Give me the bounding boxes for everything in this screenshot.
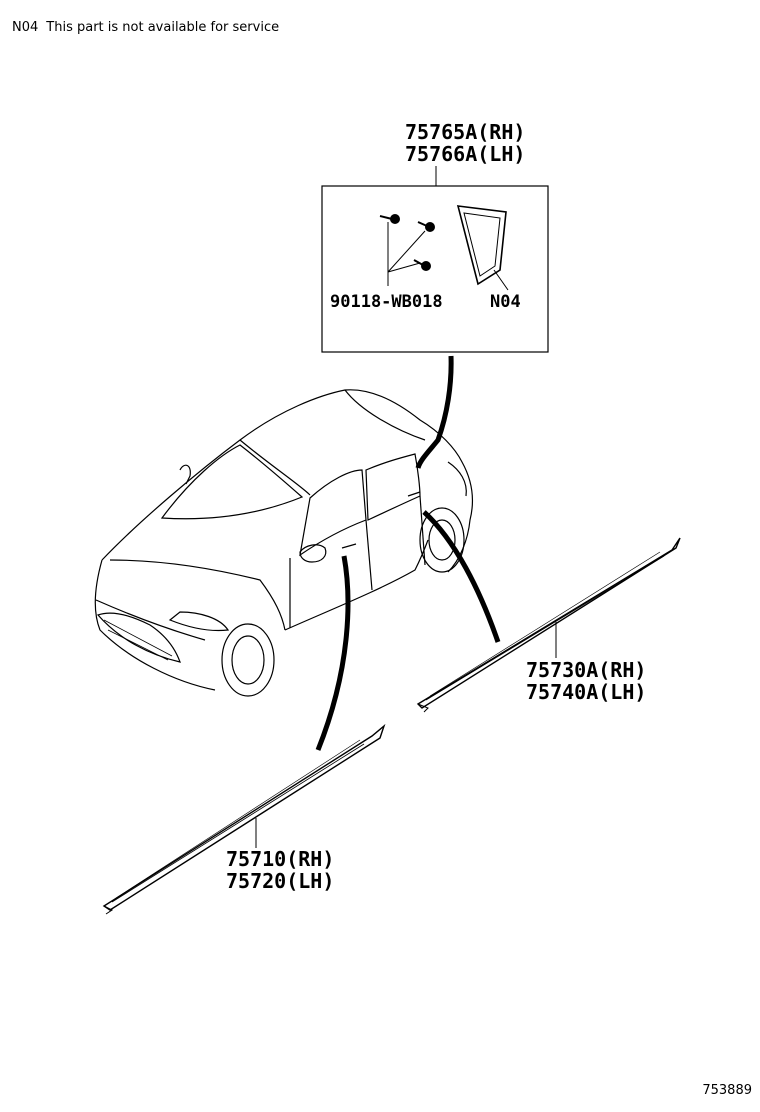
diagram-id: 753889 xyxy=(702,1083,752,1098)
note-code: N04 xyxy=(12,20,39,35)
clip-icon xyxy=(379,214,435,271)
label-front-molding-lh: 75720(LH) xyxy=(226,869,334,893)
label-rear-molding-lh: 75740A(LH) xyxy=(526,680,646,704)
detail-box xyxy=(321,185,549,353)
label-quarter-window-rh: 75765A(RH) xyxy=(405,120,525,144)
car-illustration-icon xyxy=(94,389,473,697)
rear-belt-molding-icon xyxy=(416,537,681,713)
quarter-window-detail: 90118-WB018 N04 xyxy=(321,166,549,353)
label-quarter-window-lh: 75766A(LH) xyxy=(405,142,525,166)
label-n04: N04 xyxy=(490,292,521,312)
service-note: N04 This part is not available for servic… xyxy=(12,20,279,35)
quarter-glass-icon xyxy=(456,205,507,286)
label-clip: 90118-WB018 xyxy=(330,292,443,312)
front-belt-molding-icon xyxy=(102,723,386,915)
label-front-molding-rh: 75710(RH) xyxy=(226,847,334,871)
label-rear-molding-rh: 75730A(RH) xyxy=(526,658,646,682)
note-text: This part is not available for service xyxy=(46,20,280,35)
